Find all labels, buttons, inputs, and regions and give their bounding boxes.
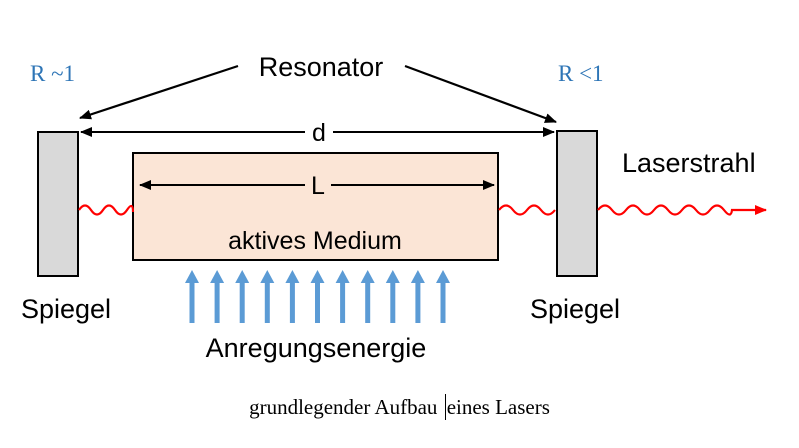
pump-arrow-shaft	[415, 282, 421, 323]
mirror-left	[37, 131, 79, 277]
pump-arrow-head	[410, 270, 425, 283]
pump-arrow-head	[235, 270, 250, 283]
caption-text-start: grundlegender Aufbau	[249, 395, 443, 419]
reflectivity-left-label: R ~1	[30, 61, 75, 86]
reflectivity-right-label: R <1	[558, 61, 604, 86]
resonator-length-label: d	[312, 119, 326, 147]
figure-caption: grundlegender Aufbau eines Lasers	[0, 394, 799, 420]
laser-beam-output	[597, 204, 767, 216]
pump-arrow-shaft	[214, 282, 220, 323]
pump-arrow-head	[185, 270, 199, 283]
pump-arrow-shaft	[365, 282, 371, 323]
pump-arrow-shaft	[264, 282, 270, 323]
pump-energy-arrows	[185, 270, 450, 323]
pump-arrow-shaft	[440, 282, 446, 323]
laser-beam-label: Laserstrahl	[622, 148, 756, 178]
pump-arrow-shaft	[289, 282, 295, 323]
pump-arrow-head	[310, 270, 325, 283]
beam-wave-center-right	[498, 204, 556, 216]
active-medium-label: aktives Medium	[228, 227, 402, 255]
pump-arrow-shaft	[189, 282, 195, 323]
text-cursor	[444, 394, 446, 420]
pump-arrow-head	[436, 270, 450, 283]
pump-arrow-head	[285, 270, 300, 283]
pump-arrow-shaft	[340, 282, 346, 323]
pump-arrow-head	[210, 270, 225, 283]
pump-arrow-head	[335, 270, 350, 283]
pump-energy-label: Anregungsenergie	[206, 333, 427, 363]
caption-text-end: eines Lasers	[446, 395, 550, 419]
mirror-right-label: Spiegel	[530, 294, 620, 324]
beam-wave-left	[78, 204, 135, 216]
pump-arrow-shaft	[315, 282, 320, 323]
pump-arrow-head	[260, 270, 275, 283]
pump-arrow-head	[385, 270, 400, 283]
medium-length-label: L	[311, 172, 325, 200]
pump-arrow-head	[360, 270, 375, 283]
pump-arrow-shaft	[390, 282, 396, 323]
resonator-pointer-right	[404, 64, 557, 124]
pump-arrow-shaft	[239, 282, 245, 323]
resonator-label: Resonator	[259, 52, 384, 82]
resonator-pointer-left	[79, 64, 239, 120]
mirror-right	[556, 130, 598, 277]
active-medium	[132, 152, 499, 261]
mirror-left-label: Spiegel	[21, 294, 111, 324]
